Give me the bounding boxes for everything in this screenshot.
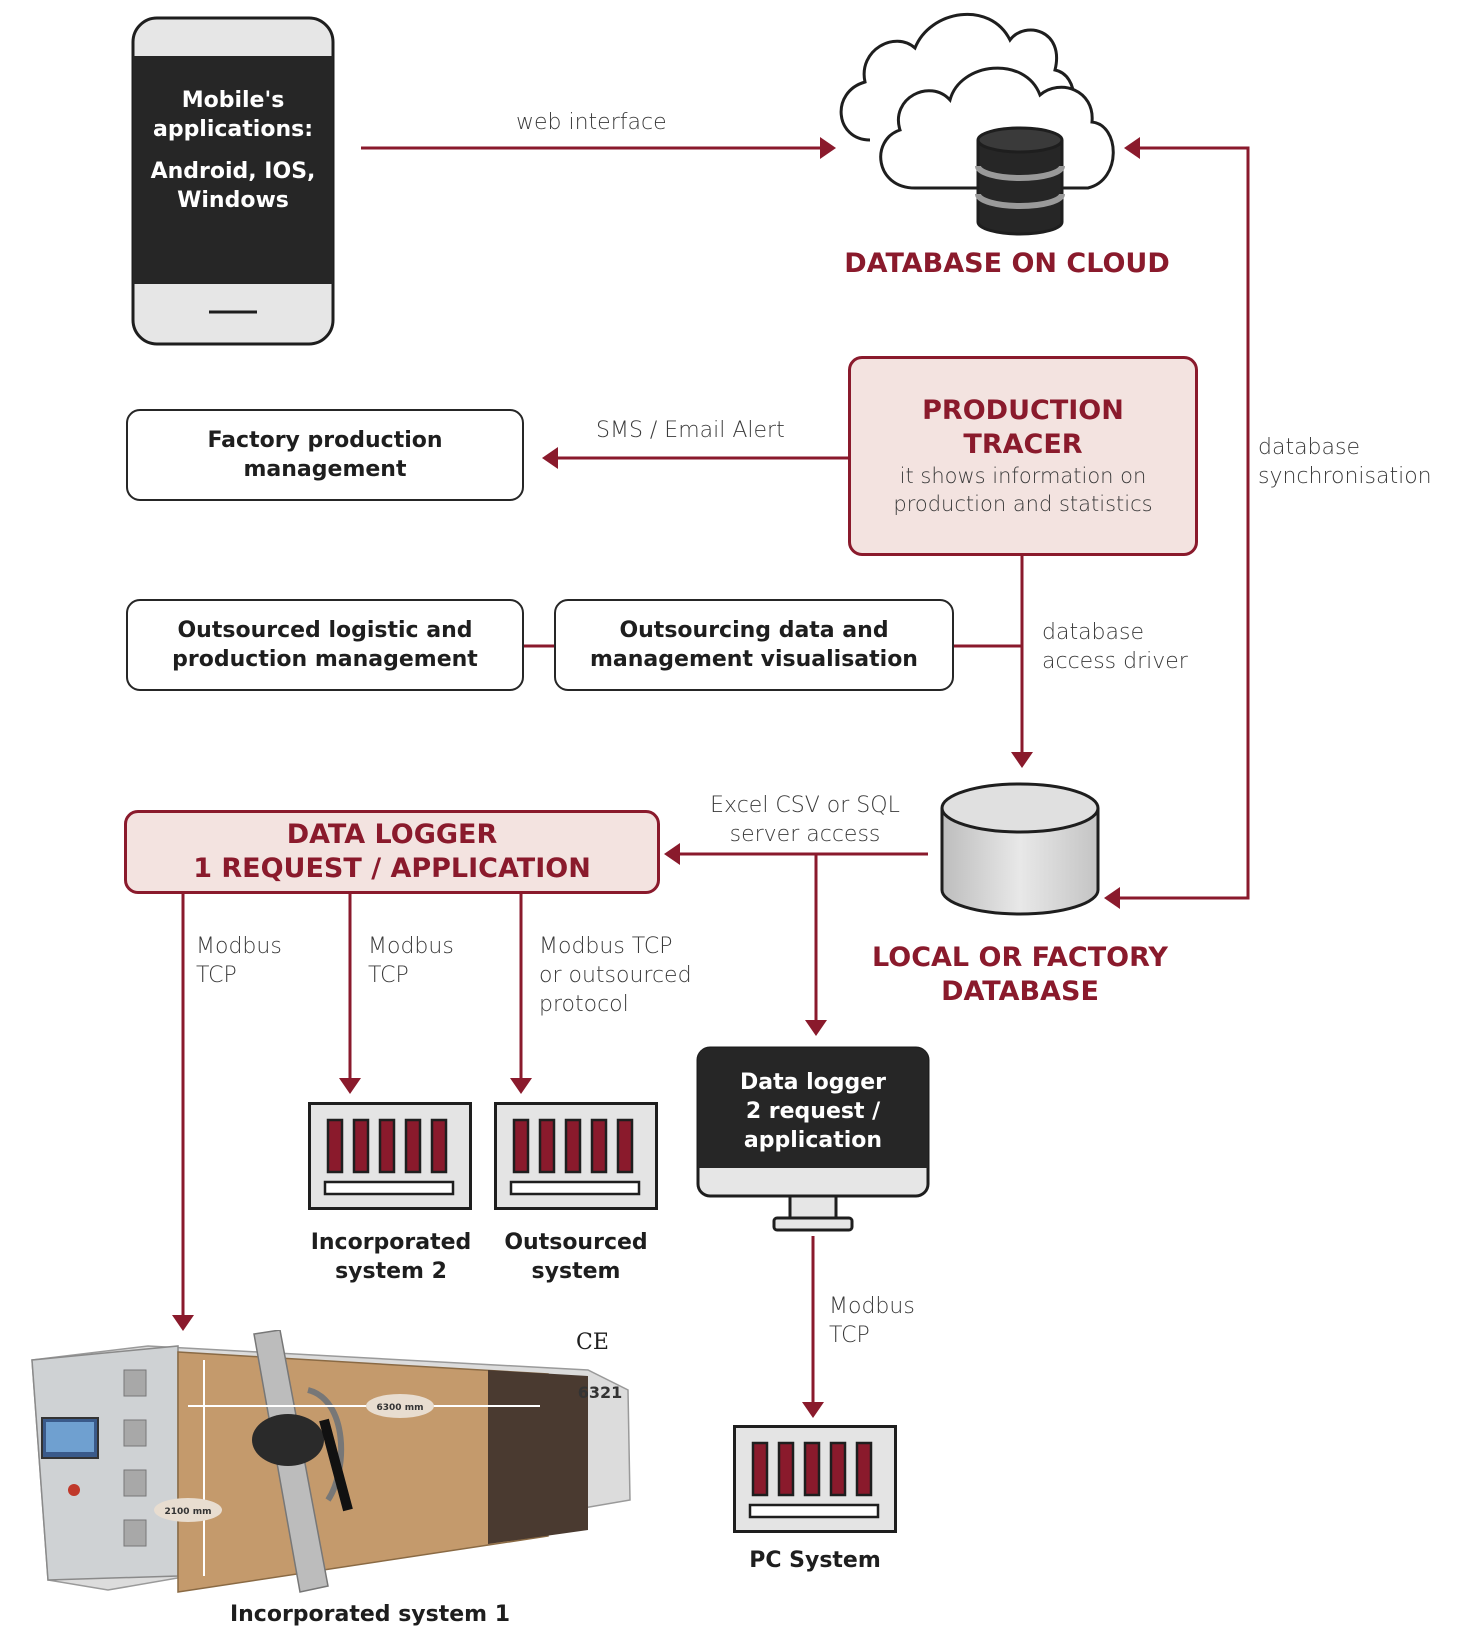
- tracer-sub-line2: production and statistics: [893, 492, 1153, 516]
- mobile-phone-icon: [131, 16, 335, 346]
- mobile-title-line1: Mobile's: [181, 88, 285, 113]
- outsourced-line2: system: [531, 1259, 621, 1284]
- ce-mark: CE: [576, 1330, 609, 1355]
- arrowhead-modbus-1: [172, 1315, 194, 1331]
- modbus-4-label: Modbus TCP: [829, 1292, 915, 1350]
- modbus-1-line2: TCP: [196, 963, 237, 988]
- mobile-title-line2: applications:: [152, 117, 314, 142]
- modbus-1-label: Modbus TCP: [196, 932, 282, 990]
- excel-line2: server access: [729, 822, 881, 847]
- db-sync-label: database synchronisation: [1258, 433, 1432, 491]
- machine-model-label: 6321: [578, 1383, 623, 1402]
- local-db-caption-line1: LOCAL OR FACTORY: [872, 942, 1168, 973]
- data-logger-2-line3: application: [743, 1128, 883, 1153]
- local-db-caption: LOCAL OR FACTORY DATABASE: [850, 941, 1190, 1009]
- incorporated-2-line2: system 2: [335, 1259, 447, 1284]
- arrowhead-sync-cloud: [1124, 137, 1140, 159]
- modbus-4-line1: Modbus: [829, 1294, 915, 1319]
- excel-csv-label: Excel CSV or SQL server access: [690, 791, 920, 849]
- pc-system-caption: PC System: [749, 1548, 881, 1573]
- mobile-os-line1: Android, IOS,: [150, 159, 316, 184]
- outsourced-logistic-box: Outsourced logistic and production manag…: [126, 599, 524, 691]
- arrowhead-logger2: [805, 1020, 827, 1036]
- db-sync-line: [1120, 146, 1250, 900]
- outsourced-logistic-line2: production management: [172, 647, 478, 672]
- arrowhead-modbus-4: [802, 1402, 824, 1418]
- db-sync-line2: synchronisation: [1258, 464, 1432, 489]
- cloud-database-icon: [839, 12, 1115, 236]
- outsourcing-data-line1: Outsourcing data and: [619, 618, 889, 643]
- arrowhead-modbus-3: [510, 1078, 532, 1094]
- outsourced-system-icon: [494, 1102, 658, 1210]
- db-access-label: database access driver: [1042, 618, 1188, 676]
- data-logger-1-line2: 1 REQUEST / APPLICATION: [193, 853, 591, 884]
- db-access-line1: database: [1042, 620, 1144, 645]
- outsourced-system-caption: Outsourced system: [486, 1228, 666, 1286]
- web-interface-label: web interface: [516, 110, 667, 135]
- outsourcing-data-line2: management visualisation: [590, 647, 918, 672]
- tracer-title-line1: PRODUCTION: [922, 395, 1124, 426]
- outsourcing-data-box: Outsourcing data and management visualis…: [554, 599, 954, 691]
- arrowhead-sms: [542, 447, 558, 469]
- incorporated-system-2-caption: Incorporated system 2: [296, 1228, 486, 1286]
- data-logger-2-monitor-icon: [696, 1046, 930, 1232]
- arrowhead-excel: [664, 843, 680, 865]
- tracer-sub-line1: it shows information on: [899, 464, 1147, 488]
- excel-line1: Excel CSV or SQL: [710, 793, 900, 818]
- machine-width-dim: 6300 mm: [377, 1403, 424, 1413]
- local-db-caption-line2: DATABASE: [941, 976, 1099, 1007]
- arrowhead-modbus-2: [339, 1078, 361, 1094]
- factory-production-management-box: Factory production management: [126, 409, 524, 501]
- modbus-2-label: Modbus TCP: [368, 932, 454, 990]
- panel-saw-machine-image: 6300 mm 2100 mm 6321: [31, 1330, 631, 1593]
- modbus-3-line1: Modbus TCP: [539, 934, 673, 959]
- factory-mgmt-line1: Factory production: [207, 428, 443, 453]
- arrowhead-access: [1011, 752, 1033, 768]
- factory-mgmt-line2: management: [243, 457, 407, 482]
- pc-system-icon: [733, 1425, 897, 1533]
- production-tracer-box: PRODUCTION TRACER it shows information o…: [848, 356, 1198, 556]
- modbus-2-line2: TCP: [368, 963, 409, 988]
- mobile-apps-label: Mobile's applications: Android, IOS, Win…: [131, 86, 335, 215]
- modbus-1-line1: Modbus: [196, 934, 282, 959]
- outsourced-logistic-line1: Outsourced logistic and: [177, 618, 473, 643]
- tracer-title-line2: TRACER: [963, 429, 1083, 460]
- cloud-caption: DATABASE ON CLOUD: [844, 248, 1170, 279]
- db-sync-line1: database: [1258, 435, 1360, 460]
- mobile-os-line2: Windows: [177, 188, 289, 213]
- modbus-3-line2: or outsourced: [539, 963, 692, 988]
- arrowhead-sync-local: [1104, 887, 1120, 909]
- modbus-3-label: Modbus TCP or outsourced protocol: [539, 932, 692, 1019]
- data-logger-2-label: Data logger 2 request / application: [696, 1068, 930, 1155]
- modbus-3-line3: protocol: [539, 992, 629, 1017]
- data-logger-1-box: DATA LOGGER 1 REQUEST / APPLICATION: [124, 810, 660, 894]
- sms-alert-label: SMS / Email Alert: [596, 418, 785, 443]
- incorporated-system-2-icon: [308, 1102, 472, 1210]
- incorporated-system-1-caption: Incorporated system 1: [229, 1602, 511, 1627]
- db-access-line2: access driver: [1042, 649, 1188, 674]
- modbus-4-line2: TCP: [829, 1323, 870, 1348]
- incorporated-2-line1: Incorporated: [310, 1230, 472, 1255]
- local-database-icon: [940, 782, 1100, 916]
- data-logger-2-line1: Data logger: [739, 1070, 887, 1095]
- outsourced-line1: Outsourced: [504, 1230, 648, 1255]
- data-logger-2-line2: 2 request /: [745, 1099, 881, 1124]
- machine-height-dim: 2100 mm: [165, 1507, 212, 1517]
- data-logger-1-line1: DATA LOGGER: [286, 819, 498, 850]
- arrowhead-web: [820, 137, 836, 159]
- modbus-2-line1: Modbus: [368, 934, 454, 959]
